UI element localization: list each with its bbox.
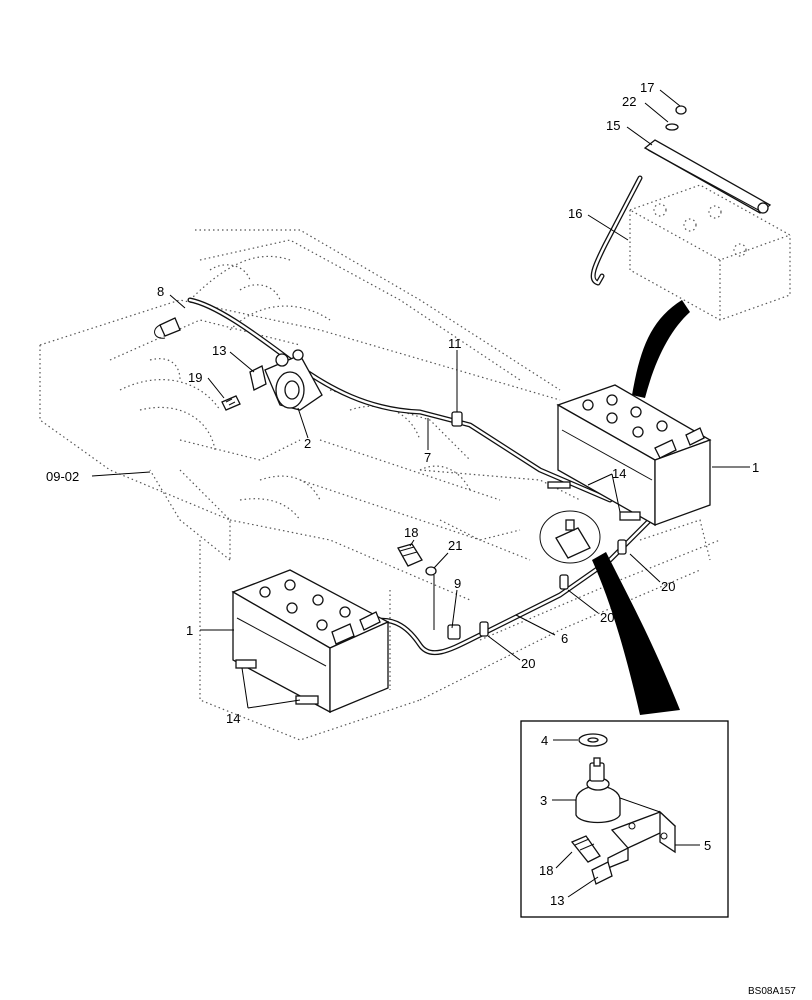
- callout-6: 6: [561, 631, 568, 646]
- callout-8: 8: [157, 284, 164, 299]
- bracket-and-bolt-upper: [221, 365, 267, 411]
- key-switch-circle: [539, 510, 601, 564]
- disconnect-switch: [264, 349, 323, 411]
- callout-19: 19: [188, 370, 202, 385]
- callout-16: 16: [568, 206, 582, 221]
- callout-1-right: 1: [752, 460, 759, 475]
- leader-lines: [91, 89, 750, 898]
- drawing-code: BS08A157: [748, 986, 796, 997]
- callout-13-upper: 13: [212, 343, 226, 358]
- callout-5: 5: [704, 838, 711, 853]
- callout-9: 9: [454, 576, 461, 591]
- detail-inset: [520, 720, 729, 918]
- callout-11: 11: [448, 336, 462, 351]
- machine-frame-outline: [39, 229, 721, 741]
- callout-18-center: 18: [404, 525, 418, 540]
- callout-14-right: 14: [612, 466, 626, 481]
- callout-3: 3: [540, 793, 547, 808]
- battery-left: [231, 569, 390, 714]
- main-battery-cable: [154, 297, 673, 656]
- callout-7: 7: [424, 450, 431, 465]
- callout-20-left: 20: [521, 656, 535, 671]
- callout-09-02: 09-02: [46, 469, 79, 484]
- hold-down-bar: [643, 105, 772, 214]
- inset-battery-outline: [628, 184, 792, 321]
- callout-14-left: 14: [226, 711, 240, 726]
- callout-18-inset: 18: [539, 863, 553, 878]
- callout-15: 15: [606, 118, 620, 133]
- callout-20-mid: 20: [600, 610, 614, 625]
- callout-20-right: 20: [661, 579, 675, 594]
- callout-21: 21: [448, 538, 462, 553]
- bolt-and-washer-center: [397, 543, 437, 576]
- callout-labels: 17 22 15 16 8 13 19 2 11 7 09-02 1 14 18…: [46, 80, 796, 997]
- callout-13-inset: 13: [550, 893, 564, 908]
- j-bolt: [590, 175, 643, 286]
- callout-4: 4: [541, 733, 548, 748]
- callout-22: 22: [622, 94, 636, 109]
- callout-17: 17: [640, 80, 654, 95]
- arrow-to-battery-inset: [632, 300, 690, 398]
- callout-1-left: 1: [186, 623, 193, 638]
- arrow-to-switch-inset: [592, 552, 680, 715]
- battery-right: [547, 384, 712, 527]
- callout-2: 2: [304, 436, 311, 451]
